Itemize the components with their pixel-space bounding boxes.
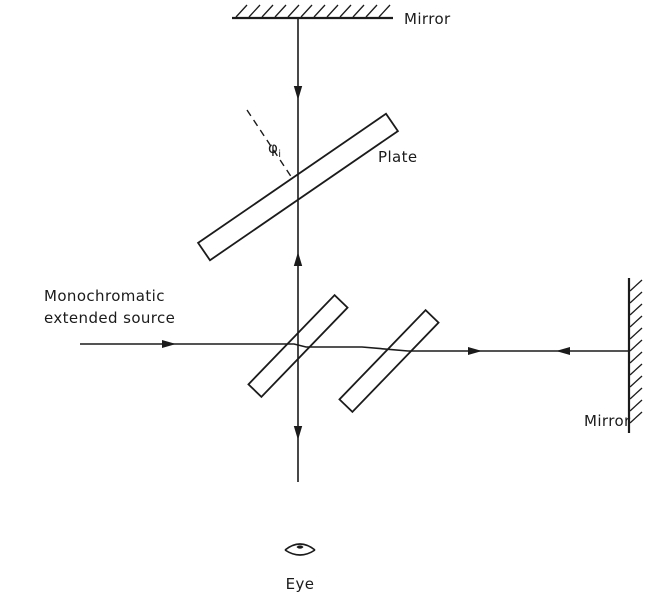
arrow-return-from-right-mirror-icon (556, 347, 570, 355)
compensator-plate (338, 308, 440, 414)
eye-icon (284, 543, 316, 556)
right-mirror-label: Mirror (584, 412, 631, 430)
source-label-line2: extended source (44, 309, 175, 327)
source-label-line1: Monochromatic (44, 287, 165, 305)
right-mirror-hatching-icon (629, 279, 643, 424)
plate-label: Plate (378, 148, 418, 166)
horizontal-beam (80, 343, 628, 352)
top-mirror-hatching-icon (235, 4, 391, 18)
eye-label: Eye (286, 575, 315, 593)
incidence-angle-label: φi (268, 139, 281, 160)
arrow-down-from-top-mirror-icon (293, 86, 303, 100)
arrow-up-to-plate-icon (293, 252, 303, 266)
top-mirror-label: Mirror (404, 10, 451, 28)
top-mirror (232, 4, 393, 20)
plate-normal-dashed-line (246, 109, 293, 179)
arrow-down-to-eye-icon (293, 426, 303, 440)
arrow-toward-right-mirror-icon (468, 347, 482, 355)
right-mirror (627, 278, 643, 433)
arrow-source-beam-icon (162, 340, 176, 348)
compensator-plate-outline (338, 308, 440, 414)
